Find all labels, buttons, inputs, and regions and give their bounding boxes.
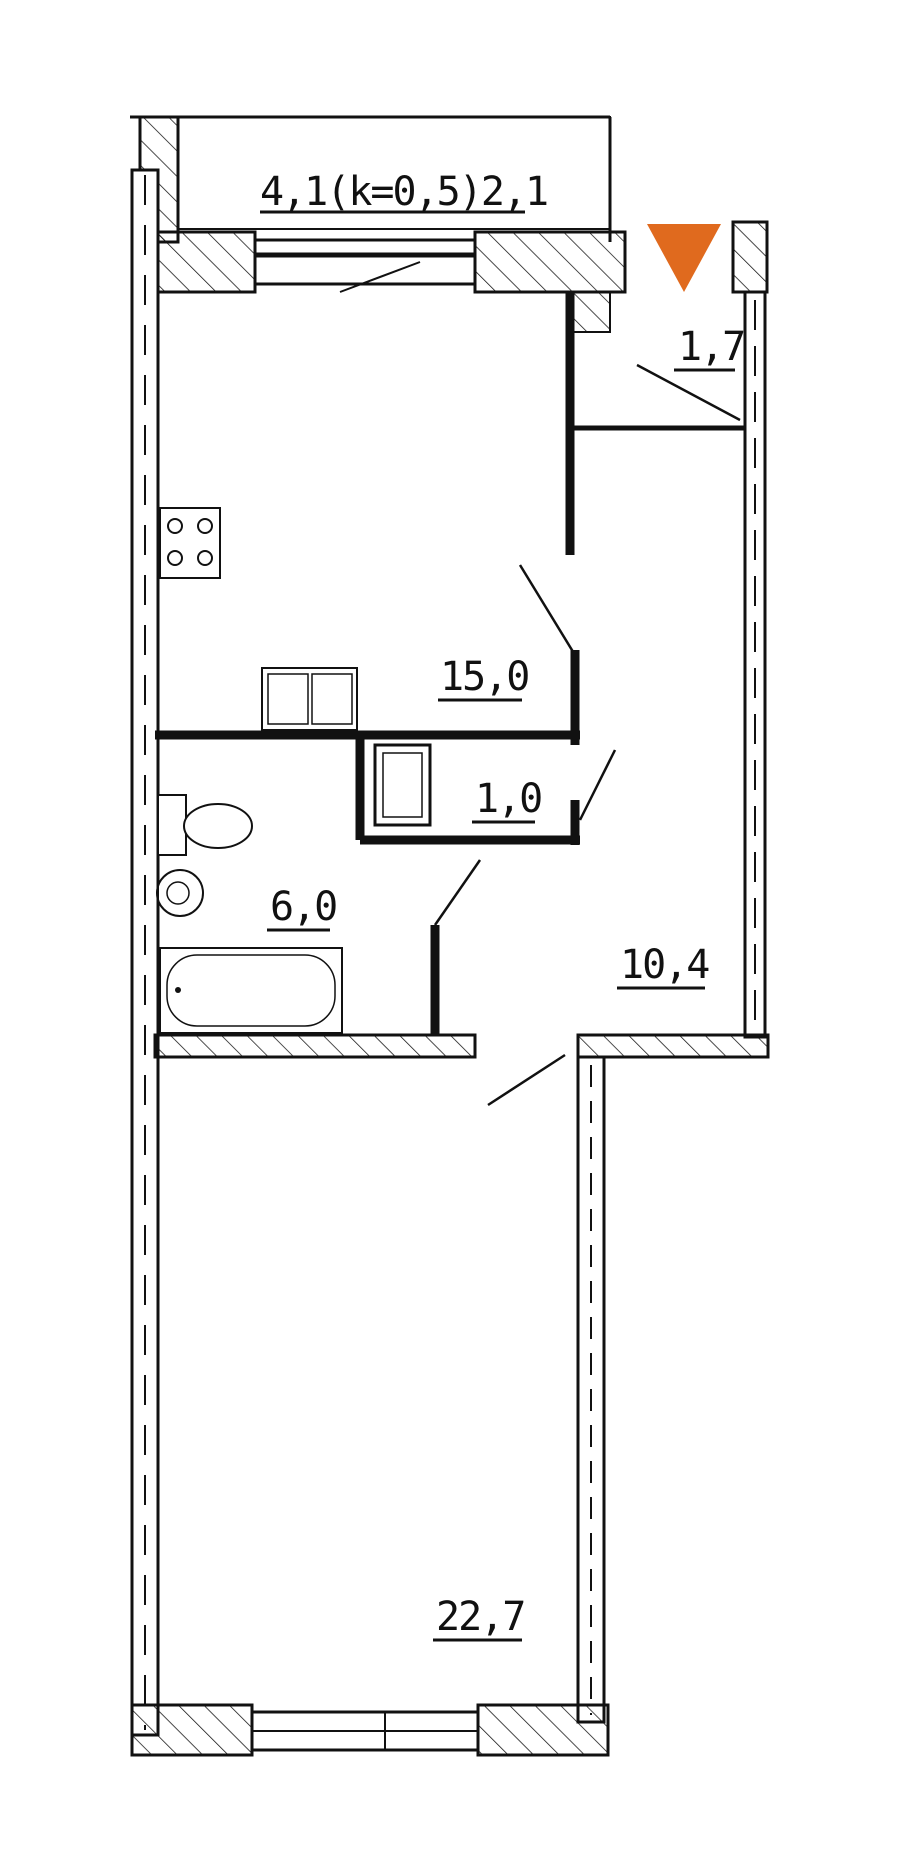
window-living-room bbox=[250, 1710, 480, 1752]
bathroom-area-label: 6,0 bbox=[270, 884, 336, 930]
living-room-area-label: 22,7 bbox=[436, 1594, 524, 1640]
stove bbox=[159, 507, 221, 579]
bathtub bbox=[159, 947, 343, 1034]
top-wall bbox=[148, 220, 769, 294]
storage-area-label: 1,0 bbox=[475, 776, 541, 822]
hall-area-label: 10,4 bbox=[620, 942, 709, 988]
left-wall bbox=[130, 168, 160, 1737]
closet-walls bbox=[565, 291, 745, 555]
washbasin bbox=[156, 869, 204, 917]
living-room-right-wall bbox=[576, 1055, 606, 1724]
toilet bbox=[157, 794, 253, 856]
middle-wall bbox=[153, 1033, 770, 1107]
entrance-marker-icon bbox=[647, 224, 721, 292]
storage-box bbox=[373, 743, 432, 827]
bathroom-walls bbox=[430, 859, 482, 1035]
kitchen-sink bbox=[261, 667, 358, 731]
bottom-wall bbox=[130, 1703, 610, 1757]
window-kitchen bbox=[253, 238, 477, 293]
closet-area-label: 1,7 bbox=[678, 324, 744, 370]
balcony-area-label: 4,1(k=0,5)2,1 bbox=[260, 169, 547, 215]
right-wall bbox=[743, 290, 767, 1039]
kitchen-area-label: 15,0 bbox=[440, 654, 528, 700]
kitchen-storage-walls bbox=[155, 564, 617, 845]
